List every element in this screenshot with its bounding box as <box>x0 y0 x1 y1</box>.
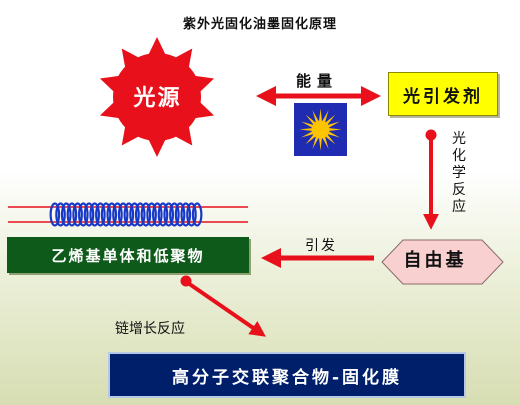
label-char: 反 <box>452 182 466 198</box>
monomer-oligomer-box: 乙烯基单体和低聚物 <box>7 237 249 273</box>
photoinitiator-box: 光引发剂 <box>388 72 498 116</box>
chain-growth-arrow <box>186 281 266 337</box>
photochemical-reaction-label: 光 化 学 反 应 <box>449 131 469 216</box>
energy-label: 能量 <box>295 72 338 90</box>
blue-sun-tile-icon <box>294 103 347 156</box>
light-source-sun <box>99 37 215 157</box>
free-radical-label: 自由基 <box>403 250 467 271</box>
light-source-label: 光源 <box>133 86 182 111</box>
arrow-tail-dot <box>425 129 437 141</box>
initiate-label: 引发 <box>305 238 337 254</box>
diagram-title: 紫外光固化油墨固化原理 <box>182 17 337 32</box>
polymer-coil-icon <box>8 202 248 227</box>
label-char: 光 <box>452 131 466 147</box>
crosslinked-polymer-box: 高分子交联聚合物-固化膜 <box>108 352 466 398</box>
free-radical-hexagon <box>381 239 504 285</box>
label-char: 化 <box>452 148 466 164</box>
chain-growth-label: 链增长反应 <box>115 321 185 337</box>
label-char: 学 <box>452 165 466 181</box>
label-char: 应 <box>452 199 466 215</box>
